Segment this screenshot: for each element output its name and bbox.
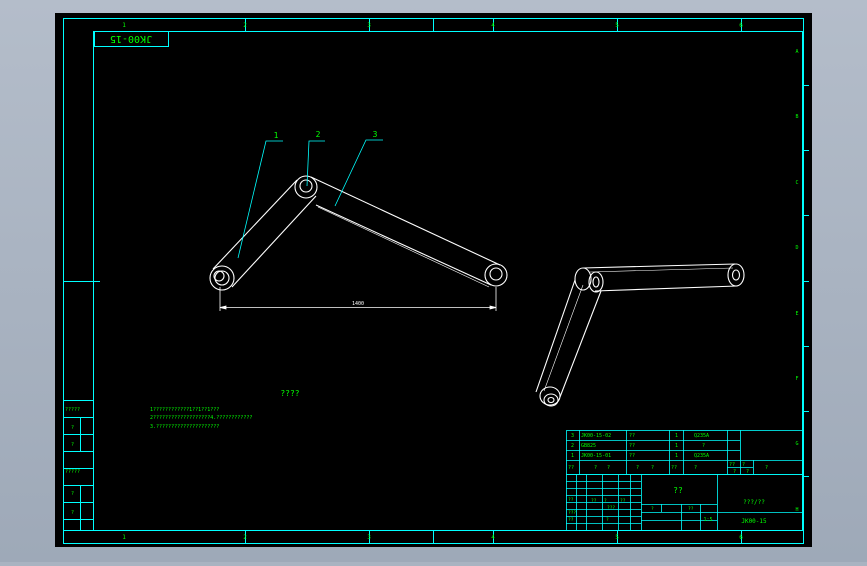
bom-row: 2 GB825 ?? 1 ? (571, 443, 705, 449)
company-name: ???/?? (743, 499, 765, 506)
title-cell: ?? (568, 517, 574, 523)
bom-header-row: ?? ? ? ? ? ?? ? ?? ? ? ? ? (568, 462, 768, 475)
bom-no: 2 (571, 443, 574, 449)
zone-col-label: 1 (122, 534, 126, 541)
zone-col-label: 4 (491, 22, 495, 29)
side-label: ? (71, 510, 74, 516)
bom-material: Q235A (694, 433, 709, 439)
bom-header-cell: ? (765, 465, 768, 471)
bom-header-cell: ? (607, 465, 610, 471)
bom-header-cell: ? (636, 465, 639, 471)
part-leaders (237, 139, 383, 259)
drawing-scale: 1:5 (703, 517, 712, 523)
title-cell: ?? (568, 497, 574, 503)
zone-labels-right: A B C D E F G H (795, 49, 798, 513)
bom-header-cell: ?? (568, 465, 574, 471)
dimension-line (219, 287, 497, 311)
zone-labels-top: 1 2 3 4 5 6 (122, 22, 743, 29)
bom-table (566, 430, 803, 475)
balloon-3: 3 (373, 130, 378, 139)
dimension-value: 1400 (352, 301, 364, 307)
zone-col-label: 4 (491, 534, 495, 541)
part-balloons: 1 2 3 (274, 130, 378, 140)
zone-row-label: D (795, 245, 798, 251)
drawing-number-box (94, 31, 169, 47)
bom-material: ? (702, 443, 705, 449)
note-line: 2???????????????????4.???????????? (150, 415, 252, 421)
title-cell: ? (604, 498, 607, 504)
bom-code: JK00-15-02 (581, 433, 611, 439)
note-line: 3.????????????????????? (150, 424, 219, 430)
bom-row: 1 JK00-15-01 ?? 1 Q235A (571, 453, 709, 459)
zone-row-label: C (795, 180, 798, 186)
zone-row-label: E (795, 311, 798, 317)
title-block-text: ?? ???/?? JK00-15 1:5 ?? ?? ? ?? ??? ???… (568, 486, 767, 525)
title-cell: ??? (607, 505, 615, 511)
zone-col-label: 3 (367, 22, 371, 29)
zone-row-label: B (795, 114, 798, 120)
bom-no: 1 (571, 453, 574, 459)
bom-header-cell: ? (651, 465, 654, 471)
drawing-number-flipped: JK00-15 (110, 33, 152, 44)
zone-row-label: F (795, 376, 798, 382)
title-cell: ?? (591, 498, 597, 504)
zone-col-label: 6 (739, 22, 743, 29)
title-cell: ? (606, 517, 609, 523)
bom-header-cell: ? (694, 465, 697, 471)
title-cell: ??? (568, 510, 576, 516)
title-cell: ?? (620, 498, 626, 504)
bom-qty: 1 (675, 453, 678, 459)
side-label: ? (71, 425, 74, 431)
assembly-front-view (209, 175, 508, 291)
bom-name: ?? (629, 433, 635, 439)
zone-col-label: 2 (243, 22, 247, 29)
assembly-iso-view (535, 263, 745, 407)
technical-notes: 1????????????1??1??1??? 2???????????????… (150, 407, 252, 430)
side-labels: ????? ? ? ????? ? ? (65, 407, 80, 516)
bom-name: ?? (629, 453, 635, 459)
zone-col-label: 2 (243, 534, 247, 541)
bom-qty: 1 (675, 433, 678, 439)
zone-row-label: H (795, 507, 798, 513)
bom-header-cell: ? (746, 469, 749, 475)
bom-no: 3 (571, 433, 574, 439)
bom-header-cell: ?? (671, 465, 677, 471)
side-label: ? (71, 491, 74, 497)
side-label: ????? (65, 469, 80, 475)
border-frame (63, 18, 809, 544)
bom-header-cell: ? (742, 462, 745, 468)
balloon-1: 1 (274, 131, 279, 140)
bom-row: 3 JK00-15-02 ?? 1 Q235A (571, 433, 709, 439)
bom-name: ?? (629, 443, 635, 449)
zone-row-label: G (795, 441, 798, 447)
title-cell: ? (651, 506, 654, 512)
notes-heading: ???? (280, 389, 299, 398)
bom-header-cell: ? (733, 469, 736, 475)
zone-col-label: 1 (122, 22, 126, 29)
side-label: ? (71, 442, 74, 448)
bom-header-cell: ? (594, 465, 597, 471)
bom-material: Q235A (694, 453, 709, 459)
drawing-sheet (55, 13, 812, 547)
bom-code: JK00-15-01 (581, 453, 611, 459)
drawing-title: ?? (673, 486, 683, 495)
drawing-code: JK00-15 (741, 518, 767, 525)
note-line: 1????????????1??1??1??? (150, 407, 219, 413)
zone-row-label: A (795, 49, 798, 55)
zone-col-label: 5 (615, 22, 619, 29)
zone-col-label: 5 (615, 534, 619, 541)
balloon-2: 2 (316, 130, 321, 139)
bom-rows: 3 JK00-15-02 ?? 1 Q235A 2 GB825 ?? 1 ? 1… (568, 433, 768, 475)
zone-col-label: 3 (367, 534, 371, 541)
zone-labels-bottom: 1 2 3 4 5 6 (122, 534, 743, 541)
title-block (566, 474, 803, 531)
bom-code: GB825 (581, 443, 596, 449)
bom-qty: 1 (675, 443, 678, 449)
zone-col-label: 6 (739, 534, 743, 541)
side-label: ????? (65, 407, 80, 413)
title-cell: ?? (688, 506, 694, 512)
bom-header-cell: ?? (729, 462, 735, 468)
